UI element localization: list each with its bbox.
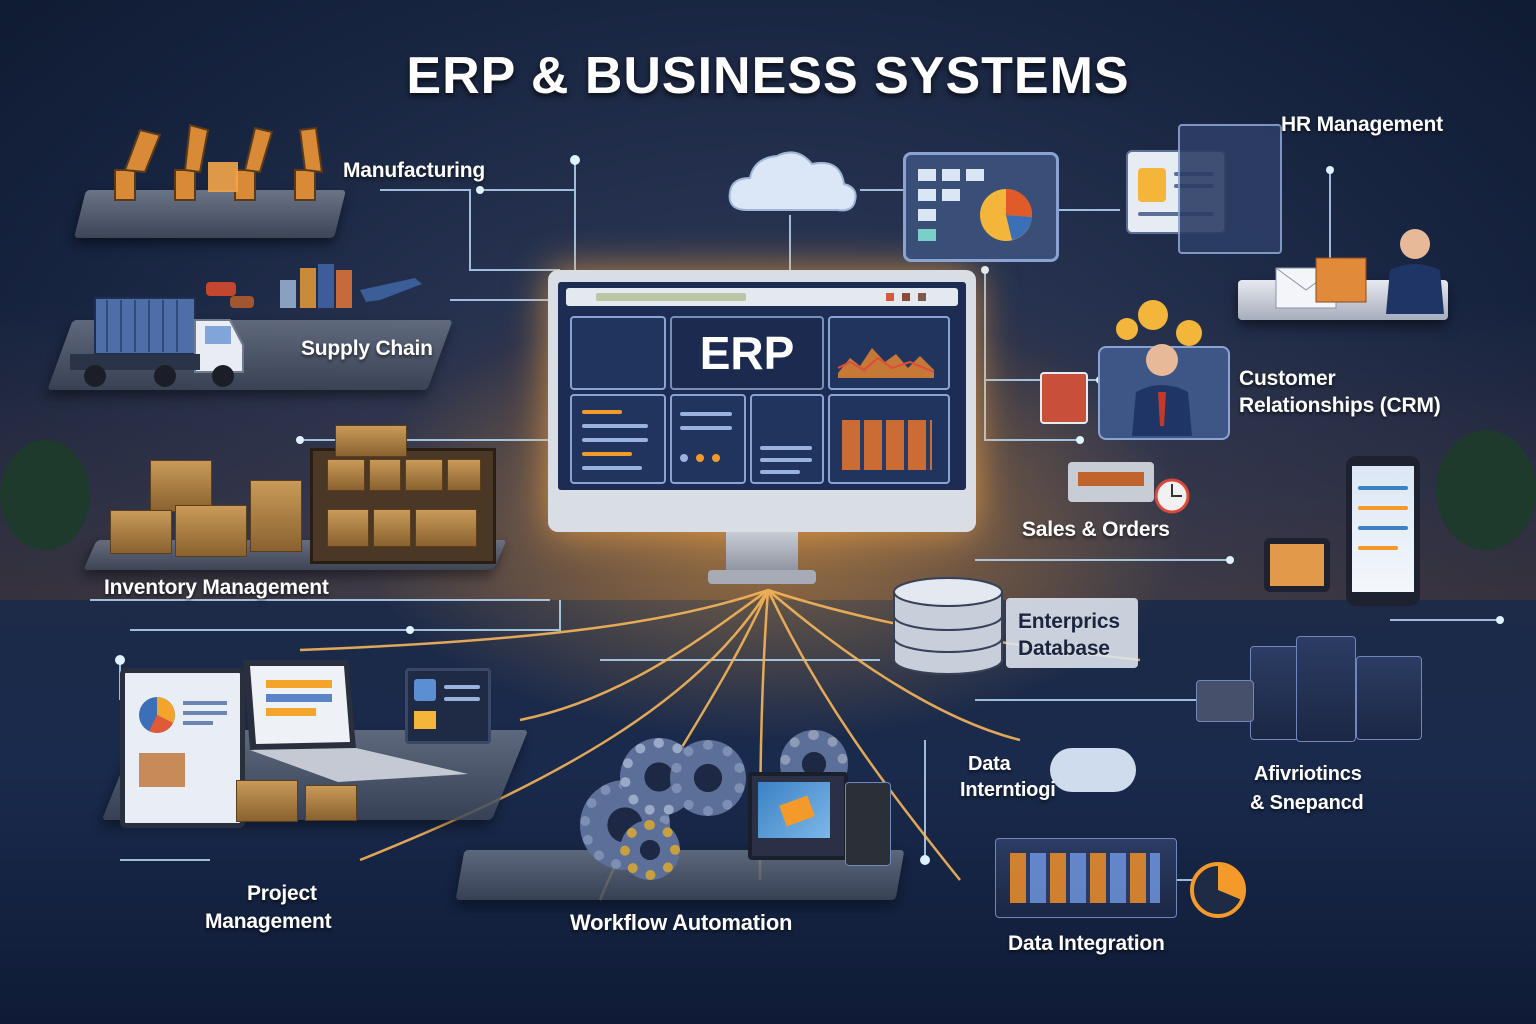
gear-icon <box>620 820 680 880</box>
label-data-integration: Data Integration <box>1008 932 1165 955</box>
data-cloud-icon <box>1050 748 1136 792</box>
label-enterprise-line1: Enterprics <box>1018 610 1120 633</box>
analytics-dashboard-tile <box>903 152 1059 262</box>
dashboard-panel-chart <box>828 316 950 390</box>
dashboard-panel-clock <box>570 316 666 390</box>
dashboard-panel-form <box>750 394 824 484</box>
monitor-screen: ERP <box>558 282 966 490</box>
pie-chart-icon <box>1190 862 1246 918</box>
person-icon <box>1132 344 1192 436</box>
erp-monitor: ERP <box>548 270 976 584</box>
pie-chart-icon <box>980 188 1033 241</box>
crate-stack <box>335 425 407 457</box>
label-inventory: Inventory Management <box>104 576 329 599</box>
tree-right <box>1436 430 1536 550</box>
warehouse-yard-icon <box>206 264 422 308</box>
server-rack-icon <box>1356 656 1422 740</box>
label-supply-chain: Supply Chain <box>301 337 433 360</box>
label-project-line1: Project <box>247 882 317 905</box>
hr-file-cabinet <box>1178 124 1282 254</box>
enterprise-label-plate <box>1006 598 1138 668</box>
robot-arm-icon <box>114 123 324 201</box>
crm-bubble <box>1176 320 1202 346</box>
crm-bubble <box>1116 318 1138 340</box>
gear-icon <box>670 740 746 816</box>
label-data-interteg-line2: Interntiogi <box>960 779 1056 801</box>
page-title: ERP & BUSINESS SYSTEMS <box>406 47 1130 105</box>
sales-register <box>1068 462 1154 502</box>
truck-icon <box>70 297 244 387</box>
label-data-interteg-line1: Data <box>968 753 1011 775</box>
erp-logo-text: ERP <box>670 316 824 390</box>
label-crm-line1: Customer <box>1239 367 1336 390</box>
server-rack-icon <box>845 782 891 866</box>
label-crm-line2: Relationships (CRM) <box>1239 394 1441 417</box>
tree-left <box>0 440 90 550</box>
workflow-monitor <box>748 772 848 860</box>
hr-person-icon <box>1386 229 1444 314</box>
warehouse-shelf <box>310 448 496 564</box>
server-rack-icon <box>1196 680 1254 722</box>
desktop-screen <box>120 668 245 828</box>
mail-package-icon <box>1275 257 1367 309</box>
database-icon <box>893 577 1003 675</box>
monitor-stand <box>726 532 798 572</box>
mobile-phone-icon <box>1346 456 1420 606</box>
label-analytics-line2: & Snepancd <box>1250 792 1364 814</box>
crate-stack <box>236 780 298 822</box>
label-enterprise-line2: Database <box>1018 637 1110 660</box>
crm-card <box>1040 372 1088 424</box>
crate-stack <box>175 505 247 557</box>
label-workflow: Workflow Automation <box>570 910 793 935</box>
cloud-icon <box>728 151 857 212</box>
server-rack-icon <box>995 838 1177 918</box>
clock-icon <box>1154 478 1190 514</box>
label-analytics-line1: Afivriotincs <box>1254 763 1362 785</box>
label-sales: Sales & Orders <box>1022 518 1170 541</box>
dashboard-panel-list <box>570 394 666 484</box>
dashboard-panel-controls <box>670 394 746 484</box>
browser-bar <box>566 288 958 306</box>
label-hr: HR Management <box>1281 113 1443 136</box>
dashboard-panel-table <box>828 394 950 484</box>
label-project-line2: Management <box>205 910 332 933</box>
crate-stack <box>110 510 172 554</box>
crm-bubble <box>1138 300 1168 330</box>
crate-stack <box>250 480 302 552</box>
monitor-base <box>708 570 816 584</box>
laptop-icon <box>243 660 468 782</box>
server-rack-icon <box>1296 636 1356 742</box>
crate-stack <box>305 785 357 821</box>
tablet-device <box>1264 538 1330 592</box>
label-manufacturing: Manufacturing <box>343 159 486 182</box>
project-device <box>405 668 491 744</box>
